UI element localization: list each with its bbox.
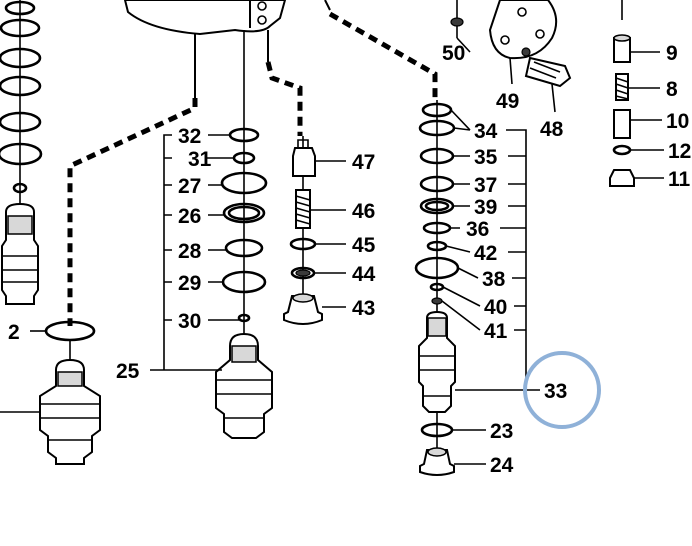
label-33: 33 xyxy=(544,380,567,403)
label-36: 36 xyxy=(466,218,489,241)
cartridge-2 xyxy=(0,320,101,465)
left-column-stack xyxy=(0,0,43,305)
label-28: 28 xyxy=(178,240,202,263)
label-24: 24 xyxy=(490,454,514,477)
label-10: 10 xyxy=(666,110,689,133)
label-37: 37 xyxy=(474,174,497,197)
label-8: 8 xyxy=(666,78,678,101)
label-47: 47 xyxy=(352,151,375,174)
label-49: 49 xyxy=(496,90,519,113)
cartridge-25 xyxy=(215,30,273,439)
label-2: 2 xyxy=(8,321,20,344)
label-9: 9 xyxy=(666,42,678,65)
label-29: 29 xyxy=(178,272,201,295)
hydraulic-lines xyxy=(67,11,438,326)
label-46: 46 xyxy=(352,200,375,223)
label-31: 31 xyxy=(188,148,212,171)
leader-lines xyxy=(30,37,664,465)
label-50: 50 xyxy=(442,42,465,65)
label-26: 26 xyxy=(178,205,201,228)
label-23: 23 xyxy=(490,420,513,443)
label-35: 35 xyxy=(474,146,498,169)
right-column-stack xyxy=(609,0,635,187)
highlight-circle xyxy=(523,351,601,429)
label-12: 12 xyxy=(668,140,691,163)
label-39: 39 xyxy=(474,196,497,219)
label-30: 30 xyxy=(178,310,201,333)
label-38: 38 xyxy=(482,268,506,291)
part-labels: 2 25 32 31 27 26 28 29 30 47 46 45 44 43… xyxy=(8,42,691,477)
label-45: 45 xyxy=(352,234,376,257)
label-43: 43 xyxy=(352,297,375,320)
label-44: 44 xyxy=(352,263,376,286)
label-48: 48 xyxy=(540,118,564,141)
label-41: 41 xyxy=(484,320,508,343)
label-27: 27 xyxy=(178,175,201,198)
label-40: 40 xyxy=(484,296,507,319)
label-32: 32 xyxy=(178,125,201,148)
label-25: 25 xyxy=(116,360,140,383)
label-11: 11 xyxy=(668,168,691,191)
valve-housing xyxy=(123,0,331,36)
cartridge-33 xyxy=(414,100,460,476)
cartridge-43 xyxy=(283,136,323,325)
pump-cover xyxy=(450,0,572,113)
label-34: 34 xyxy=(474,120,498,143)
label-42: 42 xyxy=(474,242,497,265)
